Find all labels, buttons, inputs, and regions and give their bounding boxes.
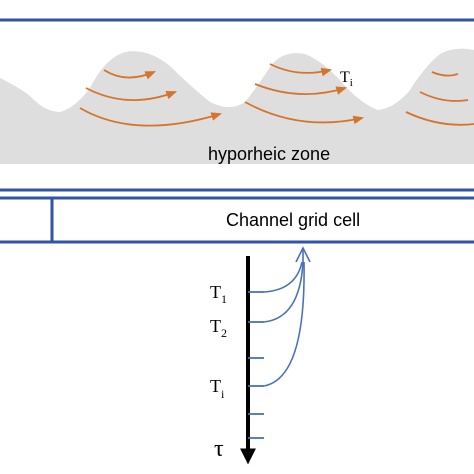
flow-arrow — [431, 71, 459, 77]
t1-label: T1 — [210, 282, 227, 306]
channel-grid-cell-label: Channel grid cell — [226, 210, 360, 230]
neighbor-grid-cell — [0, 196, 54, 244]
hyporheic-zone-label: hyporheic zone — [208, 144, 330, 164]
hyporheic-zone-band — [0, 48, 474, 164]
flow-arrow — [79, 107, 223, 127]
flow-arrow — [254, 83, 348, 95]
return-flow-curve — [263, 261, 303, 293]
flow-arrow — [269, 63, 333, 77]
flow-arrow — [405, 111, 474, 126]
flow-arrow — [244, 101, 365, 125]
return-flow-curve — [263, 261, 305, 387]
flow-arrow — [85, 87, 178, 101]
flow-arrow — [103, 69, 156, 80]
tau-label: τ — [214, 436, 224, 462]
return-flow-curve — [263, 261, 304, 323]
residence-time-label-top: Ti — [340, 69, 353, 89]
ti-label: Ti — [210, 376, 225, 401]
channel-grid-cell — [50, 196, 474, 244]
flow-arrow — [419, 91, 469, 102]
t2-label: T2 — [210, 316, 227, 340]
